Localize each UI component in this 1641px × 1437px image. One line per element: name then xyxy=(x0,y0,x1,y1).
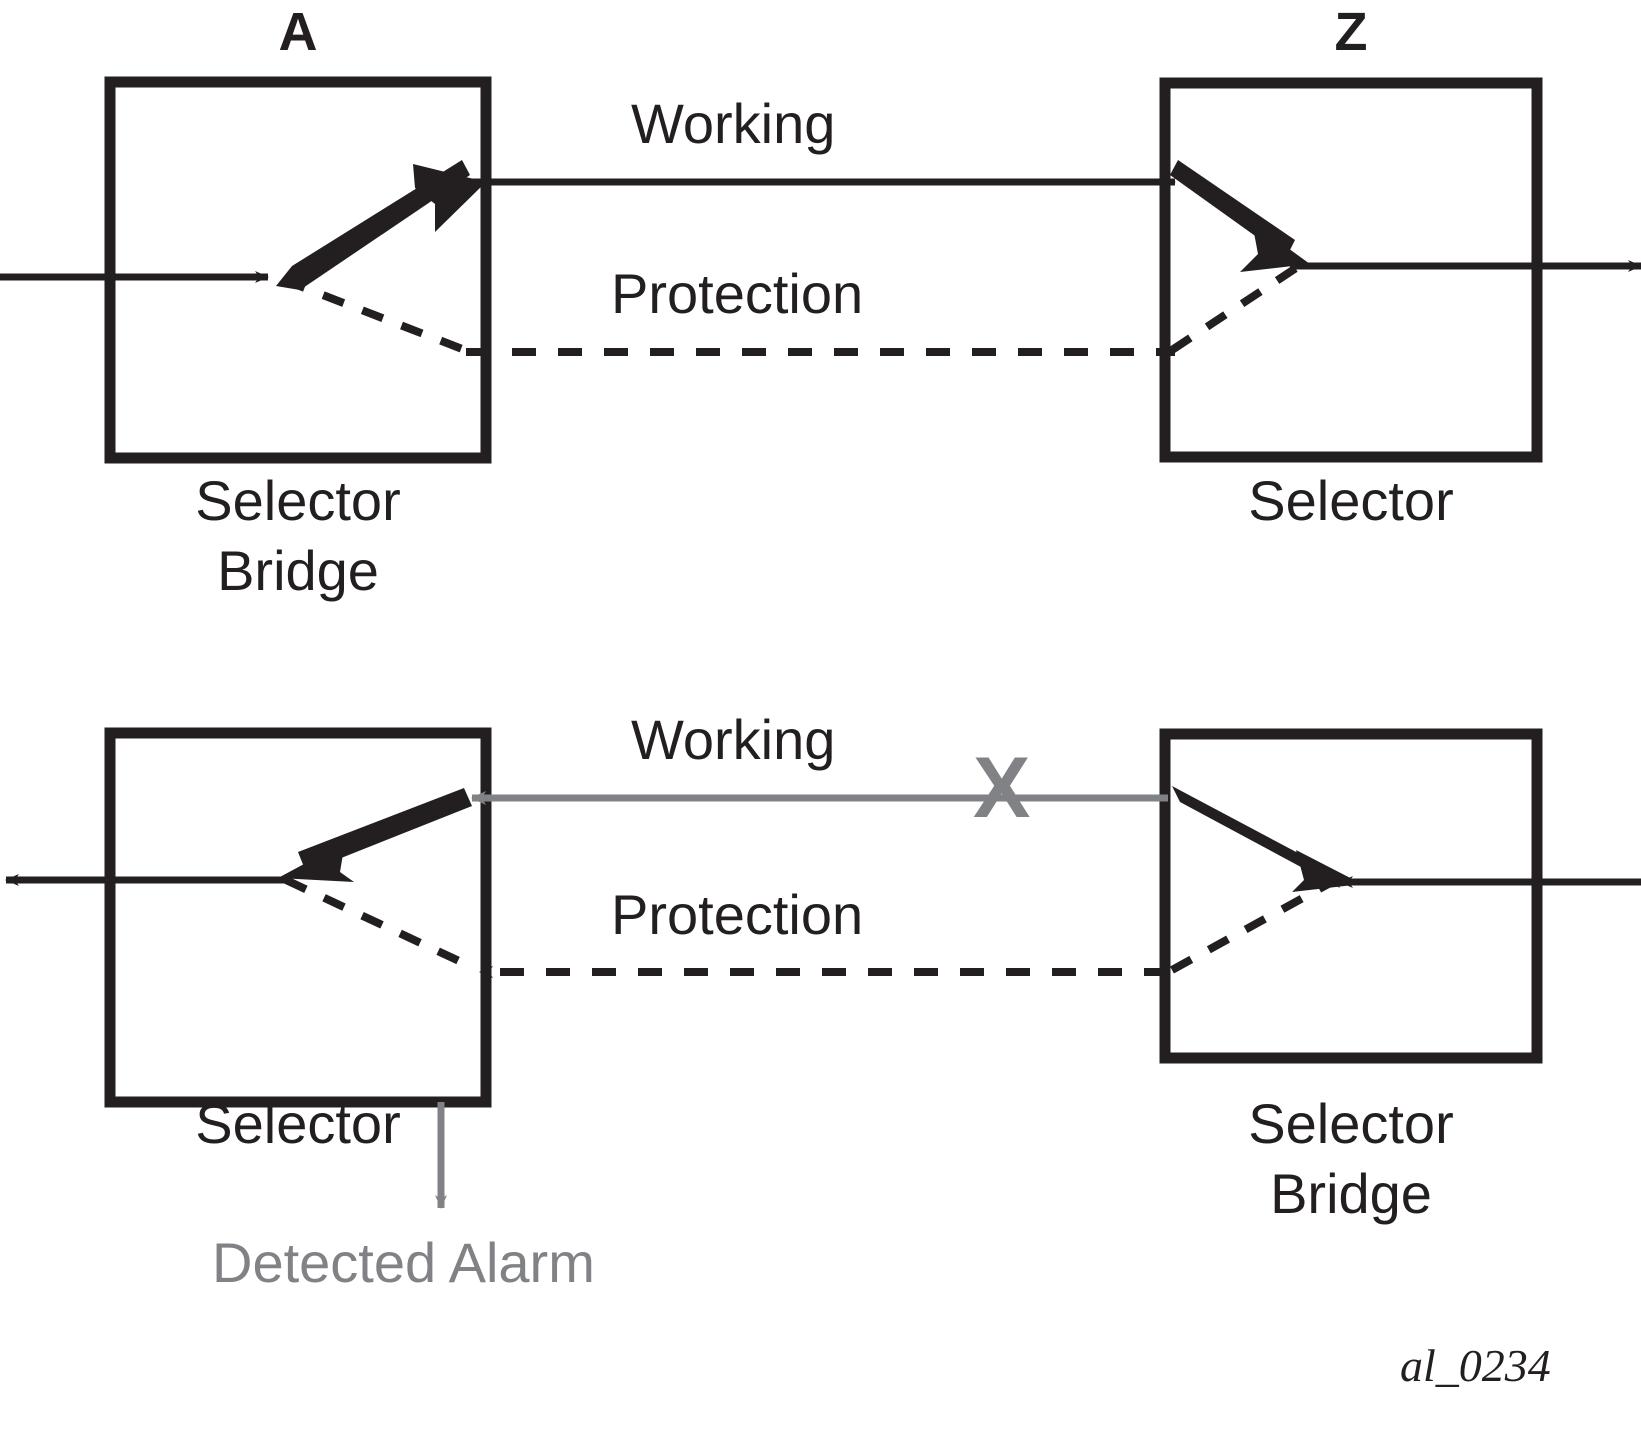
top-right-switch-arm xyxy=(1170,160,1310,272)
bottom-right-box-caption-line2: Bridge xyxy=(1270,1162,1432,1225)
bottom-left-box-caption-line1: Selector xyxy=(195,1092,401,1155)
bottom-left-selector-box xyxy=(104,727,492,1108)
top-left-switch-alt xyxy=(282,276,472,356)
top-left-selector-box xyxy=(104,76,492,464)
top-left-switch-arm xyxy=(276,160,486,290)
detected-alarm-label: Detected Alarm xyxy=(212,1231,595,1294)
bottom-left-switch-arm xyxy=(278,788,472,882)
bottom-right-selector-box xyxy=(1159,728,1543,1064)
top-left-box-caption-line1: Selector xyxy=(195,469,401,532)
node-label-z: Z xyxy=(1334,2,1368,62)
bottom-working-label: Working xyxy=(631,708,836,771)
top-left-box-caption-line2: Bridge xyxy=(217,539,379,602)
fault-x-icon: X xyxy=(973,740,1031,836)
top-protection-label: Protection xyxy=(611,262,864,325)
top-working-label: Working xyxy=(631,92,836,155)
figure-caption: al_0234 xyxy=(1400,1340,1551,1391)
bottom-left-switch-alt xyxy=(284,876,476,972)
top-right-box-caption-line1: Selector xyxy=(1248,469,1454,532)
bottom-right-switch-alt xyxy=(1170,878,1334,974)
bottom-right-box-caption-line1: Selector xyxy=(1248,1092,1454,1155)
bottom-protection-label: Protection xyxy=(611,883,864,946)
top-right-selector-box xyxy=(1159,77,1543,463)
bottom-right-switch-arm xyxy=(1172,786,1362,892)
node-label-a: A xyxy=(278,2,318,62)
top-right-switch-alt xyxy=(1169,264,1299,354)
